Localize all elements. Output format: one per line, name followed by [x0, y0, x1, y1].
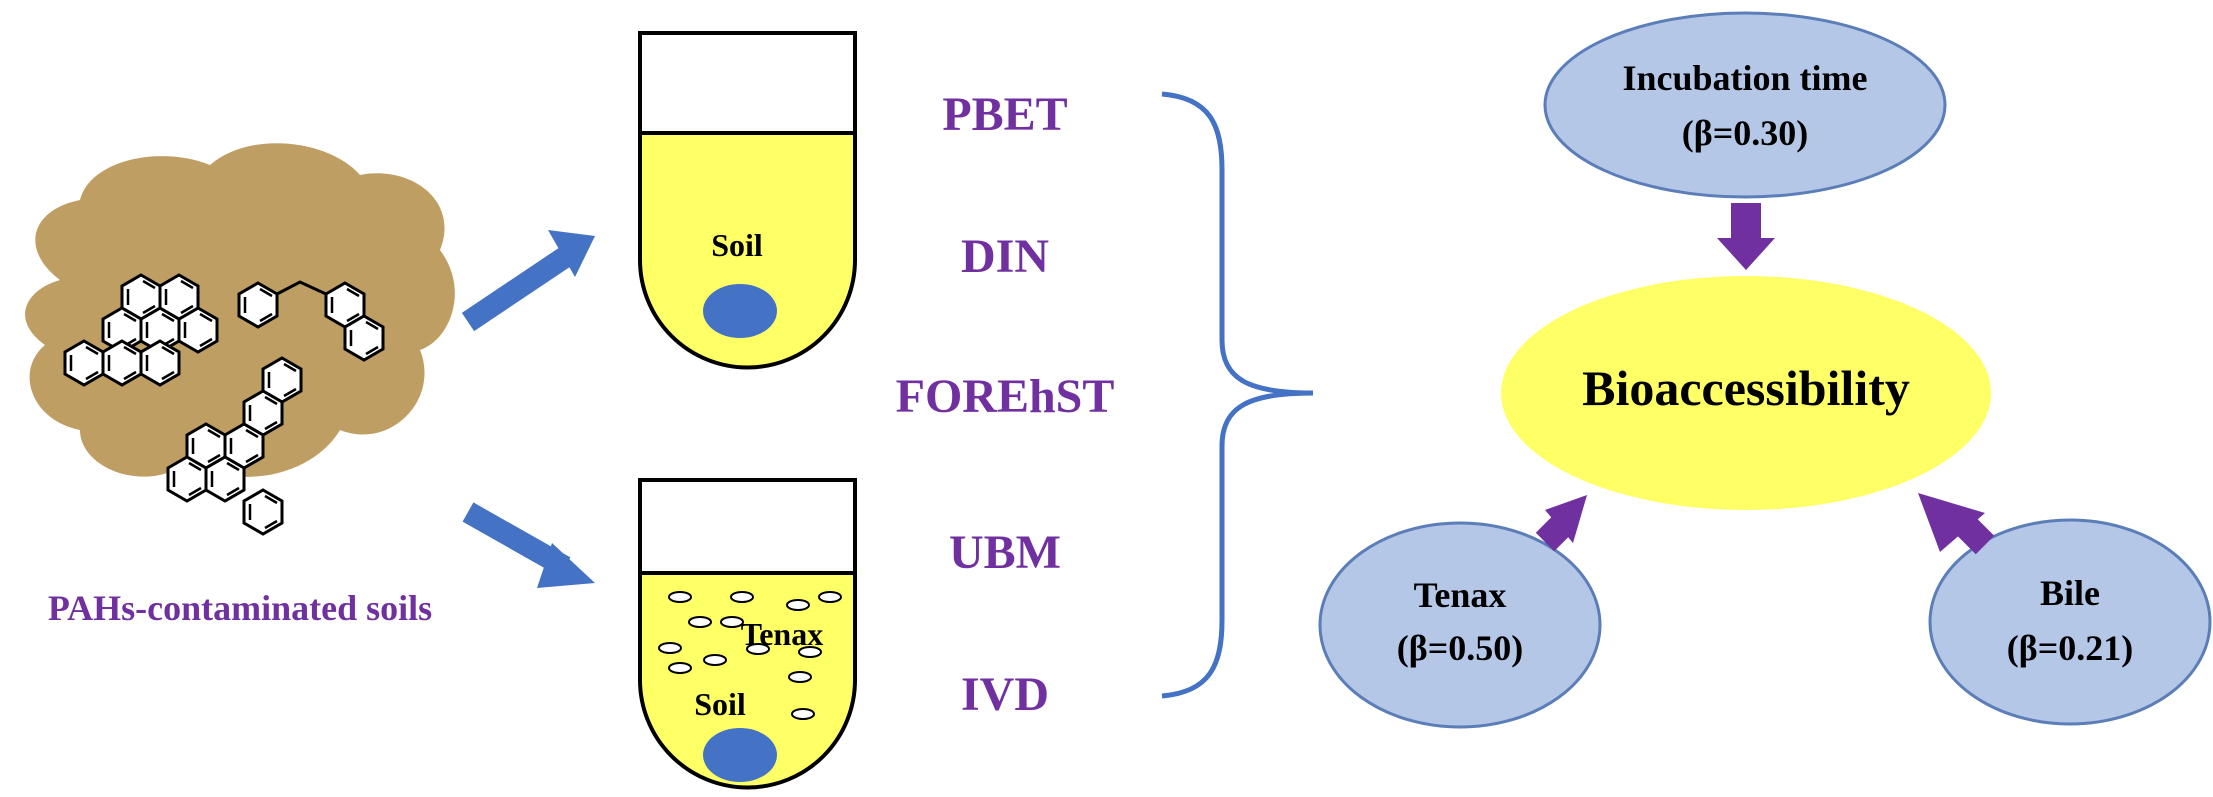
method-ubm: UBM	[949, 526, 1061, 579]
factor-tenax-beta: (β=0.50)	[1397, 628, 1523, 668]
factor-bile-beta: (β=0.21)	[2007, 628, 2133, 668]
source-label: PAHs-contaminated soils	[48, 588, 432, 628]
arrow-bile-to-center	[1918, 493, 1995, 555]
tenax-beads	[658, 591, 842, 720]
factor-bile	[1928, 518, 2212, 726]
tube-top-soil-label: Soil	[711, 227, 763, 263]
curly-brace	[1161, 91, 1314, 699]
method-din: DIN	[961, 230, 1049, 283]
method-list: PBET DIN FOREhST UBM IVD	[896, 88, 1115, 721]
bioaccessibility-label: Bioaccessibility	[1582, 360, 1910, 416]
tube-bottom-tenax-label: Tenax	[741, 616, 823, 652]
method-pbet: PBET	[942, 88, 1067, 141]
soil-sample-bottom	[703, 728, 777, 782]
arrow-to-bottom-tube	[462, 502, 595, 588]
pah-molecule-fluorene	[237, 280, 385, 362]
tube-bottom-soil-label: Soil	[694, 686, 746, 722]
arrow-tenax-to-center	[1535, 495, 1587, 552]
method-ivd: IVD	[961, 668, 1049, 721]
tube-bottom: Tenax Soil	[638, 478, 857, 790]
factor-bile-name: Bile	[2040, 573, 2100, 613]
factor-tenax	[1318, 521, 1602, 729]
factor-incubation	[1543, 11, 1947, 199]
factor-incubation-beta: (β=0.30)	[1682, 113, 1808, 153]
factor-tenax-name: Tenax	[1414, 575, 1507, 615]
arrow-incubation-to-center	[1717, 203, 1775, 270]
arrow-to-top-tube	[461, 230, 595, 332]
tube-top: Soil	[638, 31, 857, 370]
soil-sample-top	[703, 284, 777, 338]
bioaccessibility-ellipse	[1501, 276, 1991, 510]
factor-incubation-name: Incubation time	[1622, 58, 1867, 98]
method-forehst: FOREhST	[896, 370, 1115, 423]
